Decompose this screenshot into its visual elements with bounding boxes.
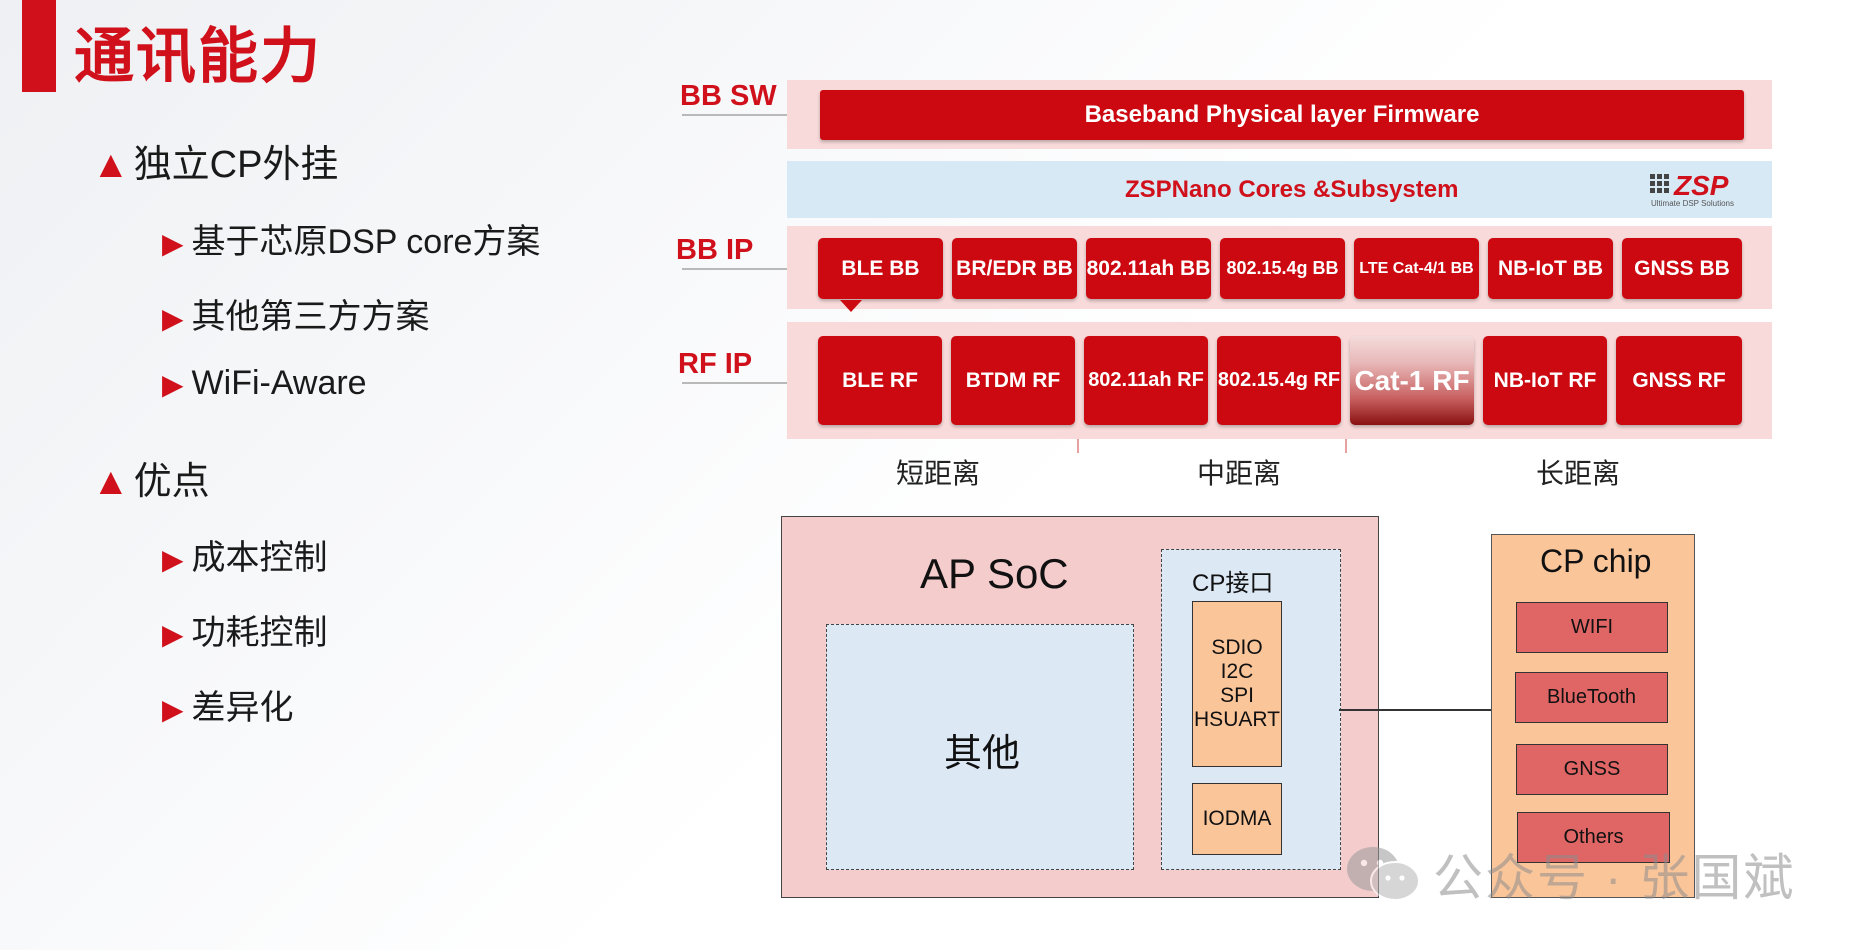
cp-chip-title: CP chip <box>1540 543 1652 579</box>
chip-item-wifi: WIFI <box>1516 602 1668 653</box>
firmware-box: Baseband Physical layer Firmware <box>820 90 1744 140</box>
connection-line <box>1339 709 1492 711</box>
rf-nbiot: NB-IoT RF <box>1483 336 1607 425</box>
rf-btdm: BTDM RF <box>951 336 1075 425</box>
triangle-right-icon: ▶ <box>162 228 184 259</box>
range-divider <box>1345 439 1347 453</box>
rf-cat1: Cat-1 RF <box>1350 336 1474 425</box>
watermark-text: 公众号 · 张国斌 <box>1433 850 1796 906</box>
range-long: 长距离 <box>1536 458 1621 489</box>
interface-sdio: SDIO <box>1211 636 1263 659</box>
triangle-right-icon: ▶ <box>162 369 184 400</box>
sub-bullet-cost: ▶成本控制 <box>162 539 328 577</box>
triangle-right-icon: ▶ <box>162 694 184 725</box>
chip-item-bluetooth: BlueTooth <box>1515 672 1668 723</box>
bb-ip-label: BB IP <box>676 234 754 266</box>
bb-ble: BLE BB <box>818 238 943 299</box>
zsp-logo-tagline: Ultimate DSP Solutions <box>1651 199 1734 208</box>
bullet-standalone-cp: ▲独立CP外挂 <box>92 144 339 186</box>
range-medium: 中距离 <box>1197 458 1282 489</box>
title-accent-bar <box>22 0 56 92</box>
bb-sw-leader <box>682 114 787 116</box>
zsp-logo-graphic: ZSP Ultimate DSP Solutions <box>1650 170 1734 208</box>
triangle-right-icon: ▶ <box>162 303 184 334</box>
bb-lte-cat: LTE Cat-4/1 BB <box>1354 238 1479 299</box>
rf-ip-label: RF IP <box>678 348 753 380</box>
interface-hsuart: HSUART <box>1194 708 1280 731</box>
bb-80211ah: 802.11ah BB <box>1086 238 1211 299</box>
bullet-advantages: ▲优点 <box>92 461 210 503</box>
other-label: 其他 <box>944 733 1021 775</box>
watermark: 公众号 · 张国斌 <box>1345 838 1795 910</box>
rf-ip-leader <box>682 382 787 384</box>
zsp-logo: ZSP Ultimate DSP Solutions <box>1648 168 1758 215</box>
chip-item-others: Others <box>1517 812 1670 863</box>
wechat-icon <box>1347 847 1420 901</box>
rf-80211ah: 802.11ah RF <box>1084 336 1208 425</box>
cp-interface-title: CP接口 <box>1192 570 1274 597</box>
bb-bredr: BR/EDR BB <box>952 238 1077 299</box>
page-title: 通讯能力 <box>74 23 322 90</box>
rf-gnss: GNSS RF <box>1616 336 1742 425</box>
interface-list-box: SDIO I2C SPI HSUART <box>1192 601 1282 767</box>
sub-bullet-wifi-aware: ▶WiFi-Aware <box>162 364 367 402</box>
bb-ip-leader <box>682 268 787 270</box>
triangle-right-icon: ▶ <box>162 544 184 575</box>
bb-802154g: 802.15.4g BB <box>1220 238 1345 299</box>
interface-i2c: I2C <box>1220 660 1254 683</box>
zsp-subsystem-label: ZSPNano Cores &Subsystem <box>1125 176 1459 203</box>
rf-ble: BLE RF <box>818 336 942 425</box>
ap-soc-title: AP SoC <box>920 550 1069 597</box>
interface-spi: SPI <box>1220 684 1254 707</box>
sub-bullet-third-party: ▶其他第三方方案 <box>162 298 430 336</box>
bb-gnss: GNSS BB <box>1622 238 1742 299</box>
iodma-box: IODMA <box>1192 783 1282 855</box>
triangle-up-icon: ▲ <box>92 144 130 186</box>
triangle-right-icon: ▶ <box>162 619 184 650</box>
pointer-triangle-icon <box>840 300 862 312</box>
zsp-logo-text: ZSP <box>1673 170 1729 201</box>
bb-sw-label: BB SW <box>680 80 777 112</box>
bb-nbiot: NB-IoT BB <box>1488 238 1613 299</box>
triangle-up-icon: ▲ <box>92 461 130 503</box>
rf-802154g: 802.15.4g RF <box>1217 336 1341 425</box>
zsp-row <box>787 161 1772 218</box>
range-short: 短距离 <box>896 458 981 489</box>
sub-bullet-power: ▶功耗控制 <box>162 614 328 652</box>
sub-bullet-dsp-core: ▶基于芯原DSP core方案 <box>162 223 541 261</box>
chip-item-gnss: GNSS <box>1516 744 1668 795</box>
other-block <box>826 624 1134 870</box>
sub-bullet-differentiation: ▶差异化 <box>162 689 294 727</box>
range-divider <box>1077 439 1079 453</box>
